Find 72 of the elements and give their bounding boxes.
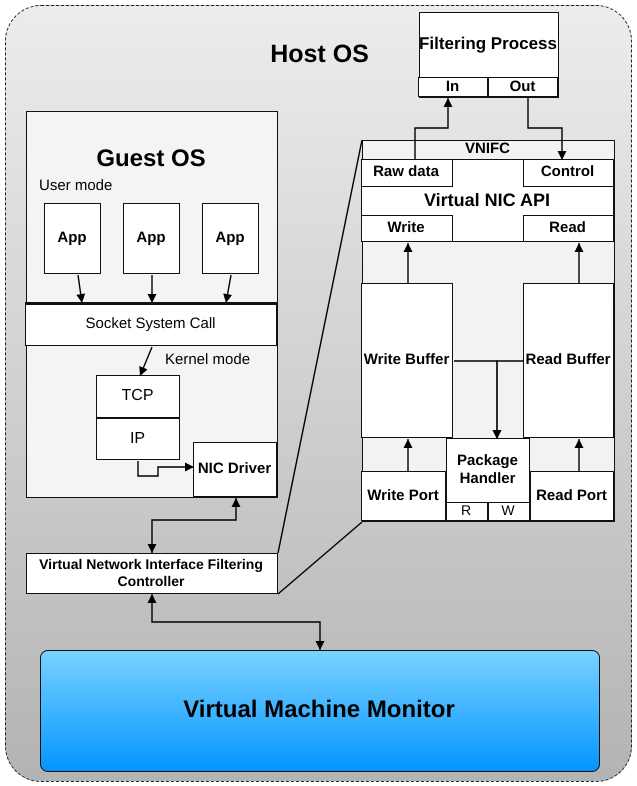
process-box: [418, 12, 558, 98]
port-box: [488, 502, 530, 520]
node-label: R: [460, 501, 472, 520]
api-box: [522, 214, 614, 242]
app-box: [202, 203, 259, 274]
node-label: App: [135, 228, 167, 248]
node-label: Read: [548, 218, 587, 238]
node-label: App: [56, 228, 88, 248]
node-label: Package Handler: [456, 450, 519, 488]
arrow: [492, 360, 524, 439]
handler-box: [446, 438, 530, 521]
controller-box: [26, 552, 278, 594]
port-box: [418, 77, 488, 97]
arrow: [137, 461, 194, 477]
app-box: [44, 203, 101, 274]
driver-box: [193, 442, 277, 497]
node-label: Read Buffer: [524, 350, 612, 370]
arrow: [148, 594, 324, 650]
arrow: [148, 275, 156, 303]
arrow: [414, 98, 452, 160]
node-label: VNIFC: [464, 139, 511, 159]
mode-label: Kernel mode: [165, 350, 252, 370]
node-label: TCP: [120, 386, 154, 406]
port-box: [361, 471, 446, 521]
zoom-line: [277, 140, 363, 554]
api-band: [361, 159, 614, 242]
layer-band: [25, 302, 277, 346]
arrow: [574, 439, 584, 472]
port-box: [488, 77, 558, 97]
panel-title: Host OS: [269, 38, 370, 70]
arrow: [404, 243, 412, 284]
node-label: Write Port: [366, 486, 440, 506]
node-label: W: [500, 501, 516, 520]
port-box: [530, 471, 614, 521]
detail-panel: [362, 140, 614, 522]
mode-label: User mode: [39, 176, 114, 196]
node-label: Virtual NIC API: [422, 188, 552, 212]
node-label: Write: [386, 218, 426, 238]
node-label: Out: [508, 76, 536, 96]
api-box: [360, 214, 452, 242]
panel-title: Guest OS: [95, 144, 207, 174]
arrow: [527, 98, 566, 160]
node-label: NIC Driver: [196, 459, 272, 479]
node-label: Raw data: [372, 162, 440, 182]
arrow: [139, 346, 153, 376]
api-box: [360, 158, 452, 186]
node-label: Virtual Machine Monitor: [182, 694, 456, 725]
node-label: Write Buffer: [362, 350, 450, 370]
app-box: [123, 203, 180, 274]
node-label: Read Port: [535, 486, 608, 506]
monitor-box: [40, 650, 600, 772]
arrow: [76, 274, 86, 304]
arrow: [148, 498, 240, 553]
node-label: Socket System Call: [84, 314, 217, 334]
node-label: Control: [540, 162, 596, 182]
protocol-box: [96, 375, 180, 418]
api-box: [522, 158, 614, 186]
host-panel: [5, 5, 632, 782]
node-label: Filtering Process: [418, 32, 558, 55]
buffer-box: [361, 283, 453, 438]
guest-panel: [26, 110, 278, 498]
arrow: [223, 274, 232, 304]
buffer-box: [523, 283, 614, 438]
protocol-box: [96, 418, 180, 460]
node-label: App: [214, 228, 246, 248]
node-label: IP: [128, 428, 146, 449]
arrow: [574, 243, 584, 284]
node-label: In: [444, 76, 460, 96]
node-label: Virtual Network Interface Filtering Controller: [38, 554, 264, 590]
arrow: [404, 439, 412, 472]
port-box: [446, 502, 488, 520]
zoom-line: [278, 521, 362, 595]
